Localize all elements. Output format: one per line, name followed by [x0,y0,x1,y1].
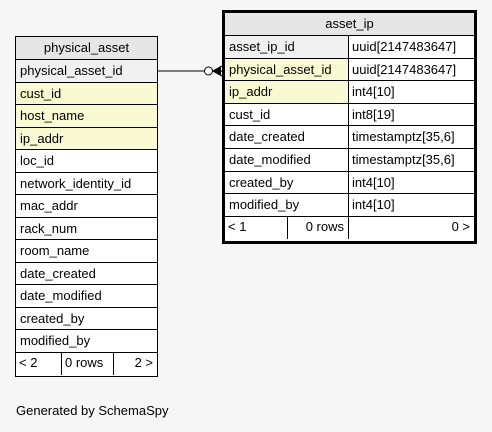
table-title[interactable]: physical_asset [16,37,157,60]
column-name[interactable]: ip_addr [225,81,349,103]
optional-circle-marker [204,66,213,76]
column-type: timestamptz[35,6] [349,148,474,171]
row-count: 0 rows [288,216,349,239]
generator-caption: Generated by SchemaSpy [16,403,169,418]
crows-foot-marker [212,65,223,77]
column-row[interactable]: room_name [16,240,157,263]
column-type: int4[10] [349,171,474,194]
column-name[interactable]: cust_id [225,103,349,126]
column-row[interactable]: loc_id [16,150,157,173]
children-link[interactable]: 2 > [134,354,153,370]
row-count: 0 rows [62,352,114,375]
column-type: uuid[2147483647] [349,36,474,58]
column-type: timestamptz[35,6] [349,126,474,148]
column-row[interactable]: host_name [16,105,157,128]
column-type: int8[19] [349,103,474,126]
column-type: uuid[2147483647] [349,58,474,81]
column-name[interactable]: date_modified [225,148,349,171]
parents-link[interactable]: < 1 [225,216,288,239]
column-name[interactable]: physical_asset_id [225,58,349,81]
column-row[interactable]: rack_num [16,218,157,240]
column-row[interactable]: date_created [16,263,157,285]
column-row[interactable]: cust_id [16,82,157,105]
column-row[interactable]: created_by [16,308,157,330]
column-row[interactable]: ip_addr [16,127,157,150]
column-row[interactable]: physical_asset_id [16,60,157,83]
column-row[interactable]: network_identity_id [16,173,157,195]
column-name[interactable]: modified_by [225,194,349,216]
column-name[interactable]: date_created [225,126,349,148]
column-type: int4[10] [349,194,474,216]
parents-link[interactable]: < 2 [16,352,62,375]
column-name[interactable]: asset_ip_id [225,36,349,58]
children-link[interactable]: 0 > [451,218,470,234]
column-row[interactable]: date_modified [16,285,157,308]
column-type: int4[10] [349,81,474,103]
table-footer: < 1 0 rows 0 > [225,216,474,239]
column-name[interactable]: created_by [225,171,349,194]
arrow-head-marker [214,67,221,75]
table-footer: < 2 0 rows 2 > [16,352,157,375]
column-row[interactable]: mac_addr [16,195,157,218]
column-row[interactable]: modified_by [16,330,157,353]
table-title[interactable]: asset_ip [225,13,474,36]
